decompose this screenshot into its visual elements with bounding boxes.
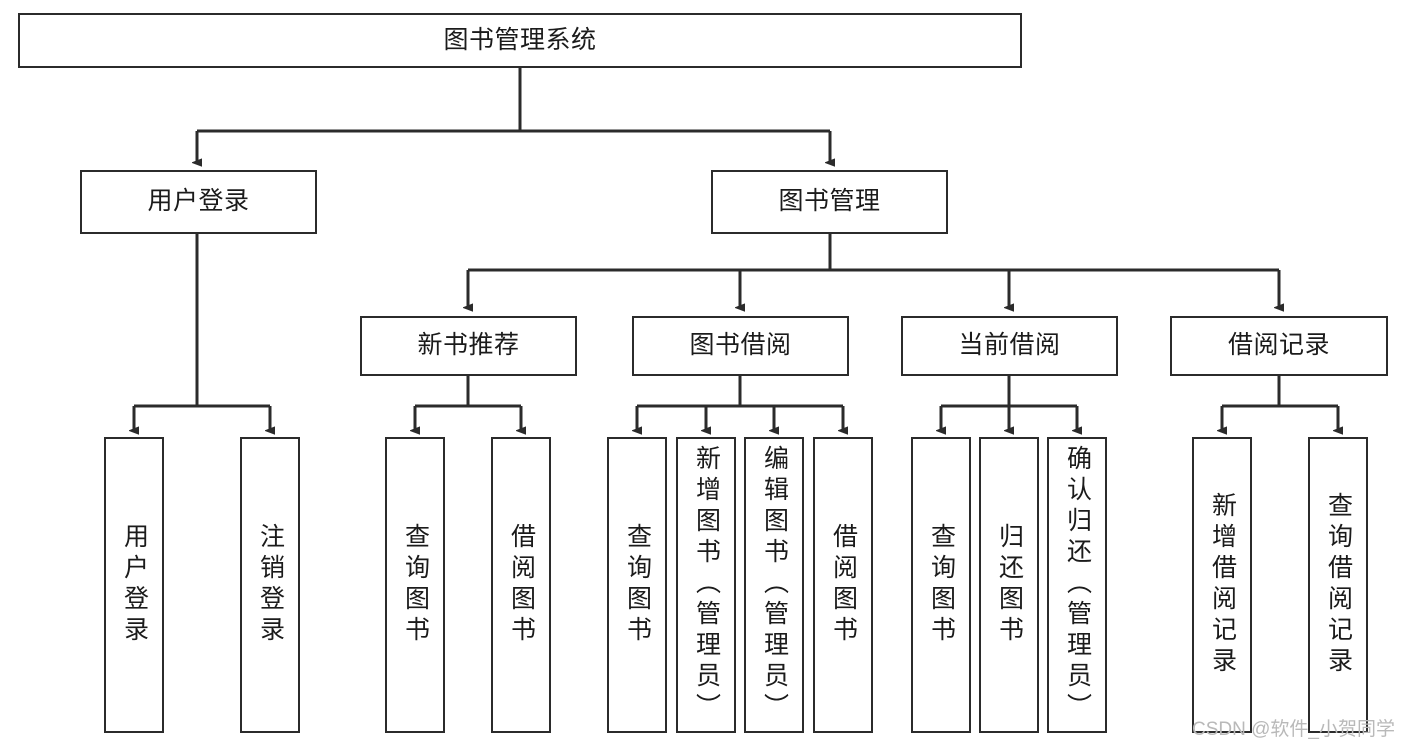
node-label: 查询借阅记录 — [1324, 492, 1353, 678]
node-label: 新增图书（管理员） — [692, 445, 721, 724]
leaf-book-borrow-query-book[interactable]: 查询图书 — [607, 437, 667, 733]
node-label: 借阅图书 — [829, 523, 858, 647]
node-label: 用户登录 — [120, 523, 149, 647]
node-book-management[interactable]: 图书管理 — [711, 170, 948, 234]
leaf-borrow-record-query-record[interactable]: 查询借阅记录 — [1308, 437, 1368, 733]
node-book-borrowing[interactable]: 图书借阅 — [632, 316, 849, 376]
leaf-new-book-borrow-book[interactable]: 借阅图书 — [491, 437, 551, 733]
node-current-borrowing[interactable]: 当前借阅 — [901, 316, 1118, 376]
node-label: 确认归还（管理员） — [1063, 445, 1092, 724]
node-label: 新书推荐 — [417, 331, 520, 360]
leaf-new-book-query-book[interactable]: 查询图书 — [385, 437, 445, 733]
watermark-csdn: CSDN @软件_小贺同学 — [1192, 719, 1395, 740]
node-label: 编辑图书（管理员） — [760, 445, 789, 724]
leaf-book-borrow-borrow-book[interactable]: 借阅图书 — [813, 437, 873, 733]
node-label: 注销登录 — [256, 523, 285, 647]
node-label: 借阅记录 — [1227, 331, 1330, 360]
leaf-user-login-login[interactable]: 用户登录 — [104, 437, 164, 733]
node-label: 新增借阅记录 — [1208, 492, 1237, 678]
leaf-book-borrow-add-book-admin[interactable]: 新增图书（管理员） — [676, 437, 736, 733]
node-label: 当前借阅 — [958, 331, 1061, 360]
node-root-book-management-system[interactable]: 图书管理系统 — [18, 13, 1022, 68]
node-label: 图书管理系统 — [443, 25, 597, 54]
node-label: 图书借阅 — [689, 331, 792, 360]
leaf-current-borrow-confirm-return-admin[interactable]: 确认归还（管理员） — [1047, 437, 1107, 733]
leaf-user-login-logout[interactable]: 注销登录 — [240, 437, 300, 733]
leaf-current-borrow-return-book[interactable]: 归还图书 — [979, 437, 1039, 733]
node-user-login[interactable]: 用户登录 — [80, 170, 317, 234]
node-label: 查询图书 — [623, 523, 652, 647]
node-label: 借阅图书 — [507, 523, 536, 647]
node-label: 查询图书 — [927, 523, 956, 647]
leaf-borrow-record-add-record[interactable]: 新增借阅记录 — [1192, 437, 1252, 733]
node-label: 用户登录 — [147, 187, 250, 216]
leaf-book-borrow-edit-book-admin[interactable]: 编辑图书（管理员） — [744, 437, 804, 733]
node-label: 查询图书 — [401, 523, 430, 647]
node-borrowing-records[interactable]: 借阅记录 — [1170, 316, 1388, 376]
leaf-current-borrow-query-book[interactable]: 查询图书 — [911, 437, 971, 733]
node-label: 图书管理 — [778, 187, 881, 216]
node-label: 归还图书 — [995, 523, 1024, 647]
node-new-book-recommendation[interactable]: 新书推荐 — [360, 316, 577, 376]
